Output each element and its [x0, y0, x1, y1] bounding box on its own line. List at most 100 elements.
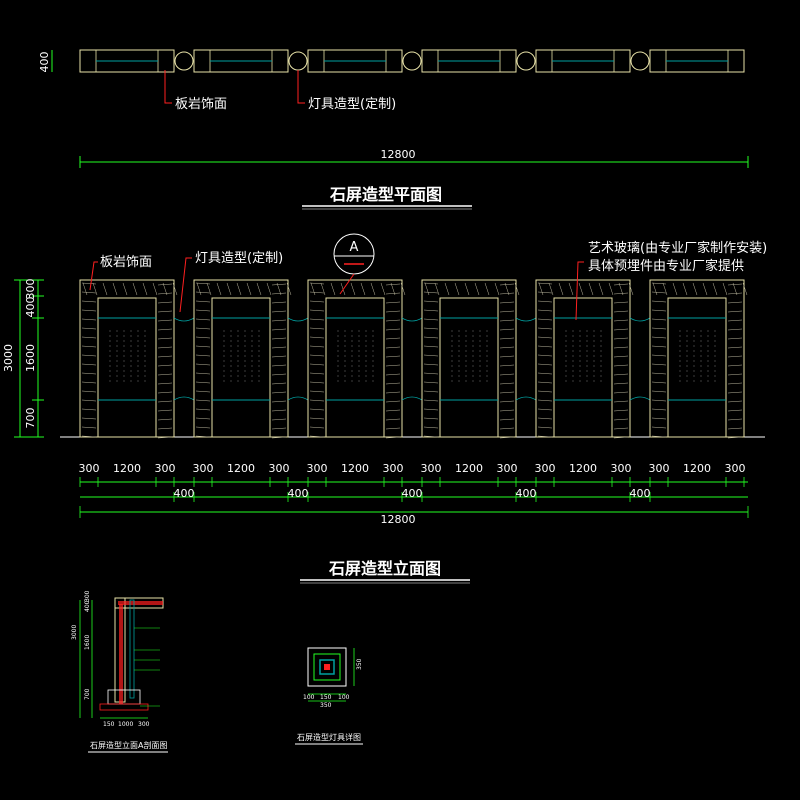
- elevation-frame: [307, 279, 423, 439]
- plan-lamp: [174, 51, 194, 71]
- dim-row1-label: 1200: [227, 462, 255, 475]
- elevation-frame: [535, 279, 651, 439]
- elev-label-glass-1: 艺术玻璃(由专业厂家制作安装): [588, 240, 767, 256]
- dim-row1-label: 1200: [455, 462, 483, 475]
- section-dim-bottom-1: 150: [103, 721, 115, 728]
- detail-dim-side: 350: [356, 658, 363, 670]
- frame-outer: [307, 279, 403, 438]
- dim-row1-label: 1200: [683, 462, 711, 475]
- plan-title: 石屏造型平面图: [329, 185, 442, 204]
- dim-row2-label: 400: [630, 487, 651, 500]
- plan-view: 400 板岩饰面 灯具造型(定制) 12800 石屏造型平面图: [38, 49, 749, 210]
- lamp-detail-view: 100 150 100 350 350 石屏造型灯具详图: [295, 647, 363, 745]
- frame-inner: [667, 297, 727, 438]
- plan-panel-outline: [193, 49, 289, 73]
- plan-lamp: [288, 51, 308, 71]
- dim-row1-label: 1200: [341, 462, 369, 475]
- elev-height-dim-4: 700: [24, 408, 37, 429]
- elevation-frame: [193, 279, 309, 439]
- elev-height-total: 3000: [2, 344, 15, 372]
- lamp-connector: [401, 317, 423, 322]
- plan-panel: [307, 49, 422, 73]
- frame-inner: [439, 297, 499, 438]
- lamp-connector: [287, 317, 309, 322]
- frame-inner: [553, 297, 613, 438]
- dim-row1-label: 300: [725, 462, 746, 475]
- section-dim-left-3: 400: [84, 600, 91, 612]
- dim-row1-label: 300: [649, 462, 670, 475]
- detail-title: 石屏造型灯具详图: [297, 732, 361, 742]
- section-dim-left-1: 3000: [71, 625, 78, 640]
- lamp-connector: [515, 317, 537, 322]
- plan-panel-outline: [535, 49, 631, 73]
- elevation-frame: [649, 279, 748, 439]
- plan-panel-outline: [421, 49, 517, 73]
- plan-label-slate: 板岩饰面: [175, 97, 227, 112]
- frame-outer: [649, 279, 745, 438]
- plan-lamp: [402, 51, 422, 71]
- dim-row1-label: 300: [421, 462, 442, 475]
- dim-row1-label: 1200: [113, 462, 141, 475]
- detail-dim-total: 350: [320, 702, 332, 709]
- plan-total-dim: 12800: [381, 148, 416, 161]
- plan-panel-outline: [79, 49, 175, 73]
- section-dim-bottom-2: 1000: [118, 721, 133, 728]
- frame-outer: [193, 279, 289, 438]
- elev-label-glass-2: 具体预埋件由专业厂家提供: [588, 258, 744, 274]
- frame-inner: [211, 297, 271, 438]
- lamp-connector: [173, 317, 195, 322]
- dim-row2-label: 400: [516, 487, 537, 500]
- detail-dim-bottom-3: 100: [338, 694, 350, 701]
- plan-panel: [79, 49, 194, 73]
- plan-panel: [193, 49, 308, 73]
- plan-panel: [649, 49, 745, 73]
- elevation-frame: [421, 279, 537, 439]
- elev-label-lamp: 灯具造型(定制): [195, 251, 283, 266]
- section-marker-label: A: [350, 240, 359, 255]
- section-dim-left-5: 700: [84, 688, 91, 700]
- elev-total-dim: 12800: [381, 513, 416, 526]
- plan-depth-dim: 400: [38, 52, 51, 73]
- elev-height-dim-3: 1600: [24, 344, 37, 372]
- elevation-view: 板岩饰面 灯具造型(定制) 艺术玻璃(由专业厂家制作安装) 具体预埋件由专业厂家…: [2, 233, 767, 584]
- frame-outer: [79, 279, 175, 438]
- elev-height-dim-2: 400: [24, 297, 37, 318]
- section-dim-left-4: 300: [84, 590, 91, 602]
- plan-panels: [79, 49, 745, 73]
- elevation-dimensions: 300 1200 300 300 1200 300 300 1200 300 300 1200 300…: [79, 462, 749, 518]
- dim-row1-label: 300: [535, 462, 556, 475]
- plan-panel: [535, 49, 650, 73]
- section-dim-bottom-3: 300: [138, 721, 150, 728]
- dim-row1-label: 300: [79, 462, 100, 475]
- dim-row1-label: 300: [383, 462, 404, 475]
- section-title: 石屏造型立面A剖面图: [90, 740, 167, 750]
- frame-outer: [421, 279, 517, 438]
- lamp-connector: [629, 317, 651, 322]
- dim-row1-label: 300: [307, 462, 328, 475]
- dim-row2-label: 400: [402, 487, 423, 500]
- detail-dim-bottom-2: 150: [320, 694, 332, 701]
- dim-row2-label: 400: [174, 487, 195, 500]
- dim-row1-label: 300: [193, 462, 214, 475]
- elevation-frames: [79, 279, 748, 439]
- frame-inner: [97, 297, 157, 438]
- elev-height-dim-1: 300: [24, 279, 37, 300]
- dim-row1-label: 300: [611, 462, 632, 475]
- frame-inner: [325, 297, 385, 438]
- plan-panel-outline: [307, 49, 403, 73]
- frame-outer: [535, 279, 631, 438]
- section-dim-left-2: 1600: [84, 635, 91, 650]
- detail-dim-bottom-1: 100: [303, 694, 315, 701]
- dim-row1-label: 300: [269, 462, 290, 475]
- elev-label-slate: 板岩饰面: [100, 255, 152, 270]
- dim-row2-label: 400: [288, 487, 309, 500]
- dim-row1-label: 300: [155, 462, 176, 475]
- dim-row1-label: 1200: [569, 462, 597, 475]
- dim-row1-label: 300: [497, 462, 518, 475]
- plan-lamp: [630, 51, 650, 71]
- elev-title: 石屏造型立面图: [328, 559, 441, 578]
- plan-lamp: [516, 51, 536, 71]
- plan-panel: [421, 49, 536, 73]
- plan-panel-outline: [649, 49, 745, 73]
